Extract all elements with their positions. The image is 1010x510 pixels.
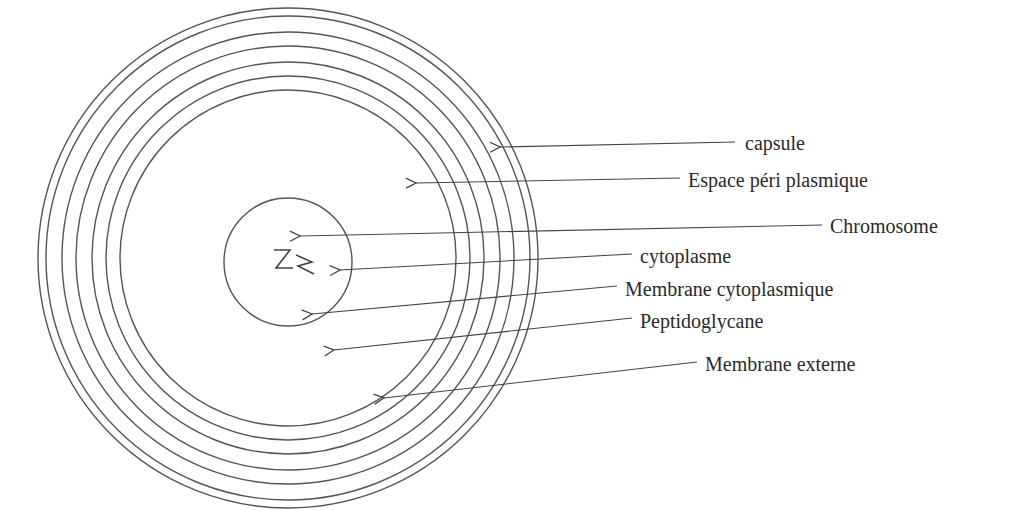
leader-line [416, 178, 680, 183]
leader-line [300, 225, 822, 236]
leader-line [334, 318, 632, 350]
part-label: Peptidoglycane [640, 309, 763, 333]
part-label: cytoplasme [640, 244, 731, 268]
leader-line [384, 362, 697, 398]
peptidoglycan-ring [106, 76, 470, 440]
cytoplasmic-membrane-ring [120, 90, 456, 426]
cell-rings [38, 8, 538, 508]
leader-line [500, 142, 735, 147]
periplasm-ring [92, 62, 484, 454]
nucleoid-circle [224, 198, 352, 326]
outer-membrane-inner-ring [76, 46, 500, 470]
part-label: Chromosome [830, 214, 938, 238]
part-label: Membrane externe [705, 352, 855, 376]
part-label: capsule [745, 131, 805, 155]
capsule-inner-ring [46, 16, 530, 500]
capsule-ring [38, 8, 538, 508]
chromosome-squiggle [274, 250, 314, 274]
part-label: Membrane cytoplasmique [625, 277, 833, 301]
leader-line [312, 286, 617, 314]
part-label: Espace péri plasmique [688, 168, 868, 192]
leader-line [340, 254, 632, 270]
outer-membrane-ring [62, 32, 514, 484]
